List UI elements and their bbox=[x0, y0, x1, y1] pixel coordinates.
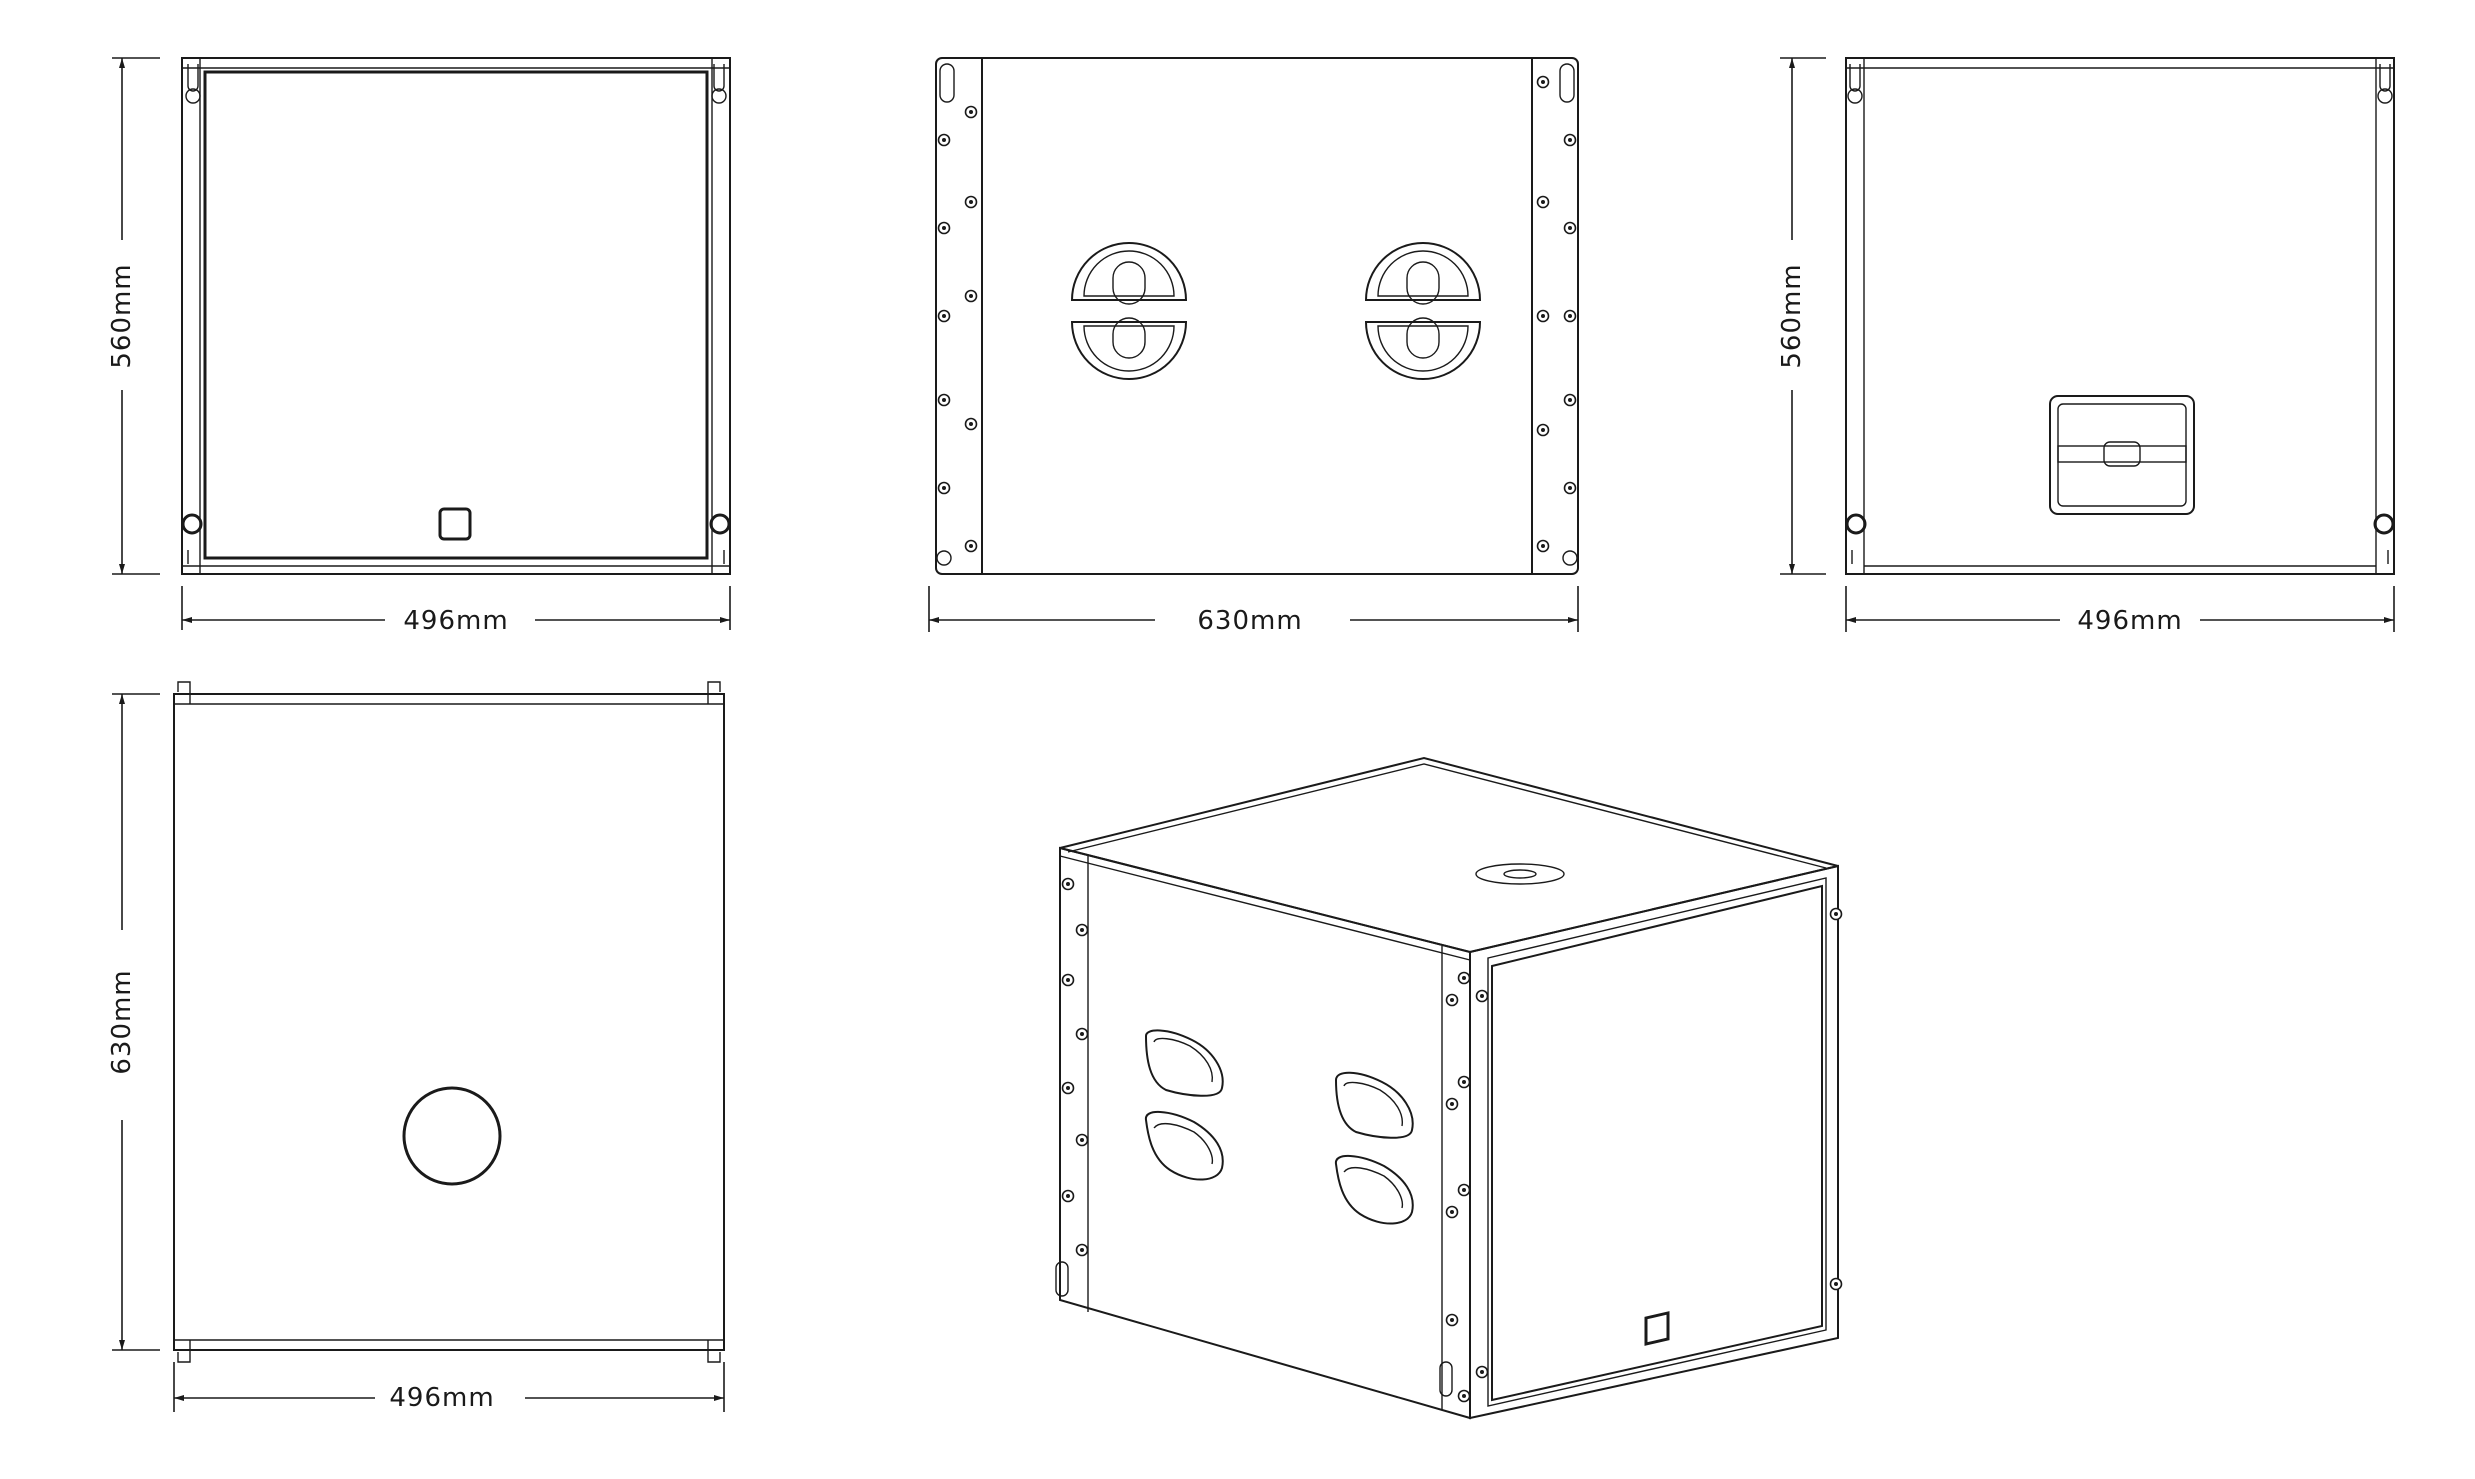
rear-view bbox=[1845, 57, 2395, 575]
rear-height-label: 560mm bbox=[1777, 263, 1807, 368]
top-width-label: 496mm bbox=[389, 1383, 494, 1413]
top-width-dimension: 496mm bbox=[173, 1362, 725, 1413]
side-handle-left bbox=[1070, 242, 1188, 380]
side-width-dimension: 630mm bbox=[928, 586, 1579, 636]
side-view bbox=[935, 57, 1579, 575]
rear-height-dimension: 560mm bbox=[1777, 57, 1826, 575]
rear-width-dimension: 496mm bbox=[1845, 586, 2395, 636]
front-width-label: 496mm bbox=[403, 606, 508, 636]
top-depth-dimension: 630mm bbox=[107, 693, 160, 1351]
iso-handle-left bbox=[1144, 1029, 1224, 1181]
isometric-view bbox=[1055, 756, 1843, 1420]
rear-connector-plate bbox=[2049, 395, 2195, 515]
side-width-label: 630mm bbox=[1197, 606, 1302, 636]
top-depth-label: 630mm bbox=[107, 969, 137, 1074]
top-view bbox=[173, 681, 725, 1363]
iso-handle-right bbox=[1334, 1071, 1414, 1225]
front-width-dimension: 496mm bbox=[181, 586, 731, 636]
pole-mount-cup bbox=[402, 1086, 502, 1186]
front-height-dimension: 560mm bbox=[107, 57, 160, 575]
side-handle-right bbox=[1364, 242, 1482, 380]
front-view bbox=[181, 57, 731, 575]
rear-width-label: 496mm bbox=[2077, 606, 2182, 636]
front-height-label: 560mm bbox=[107, 263, 137, 368]
